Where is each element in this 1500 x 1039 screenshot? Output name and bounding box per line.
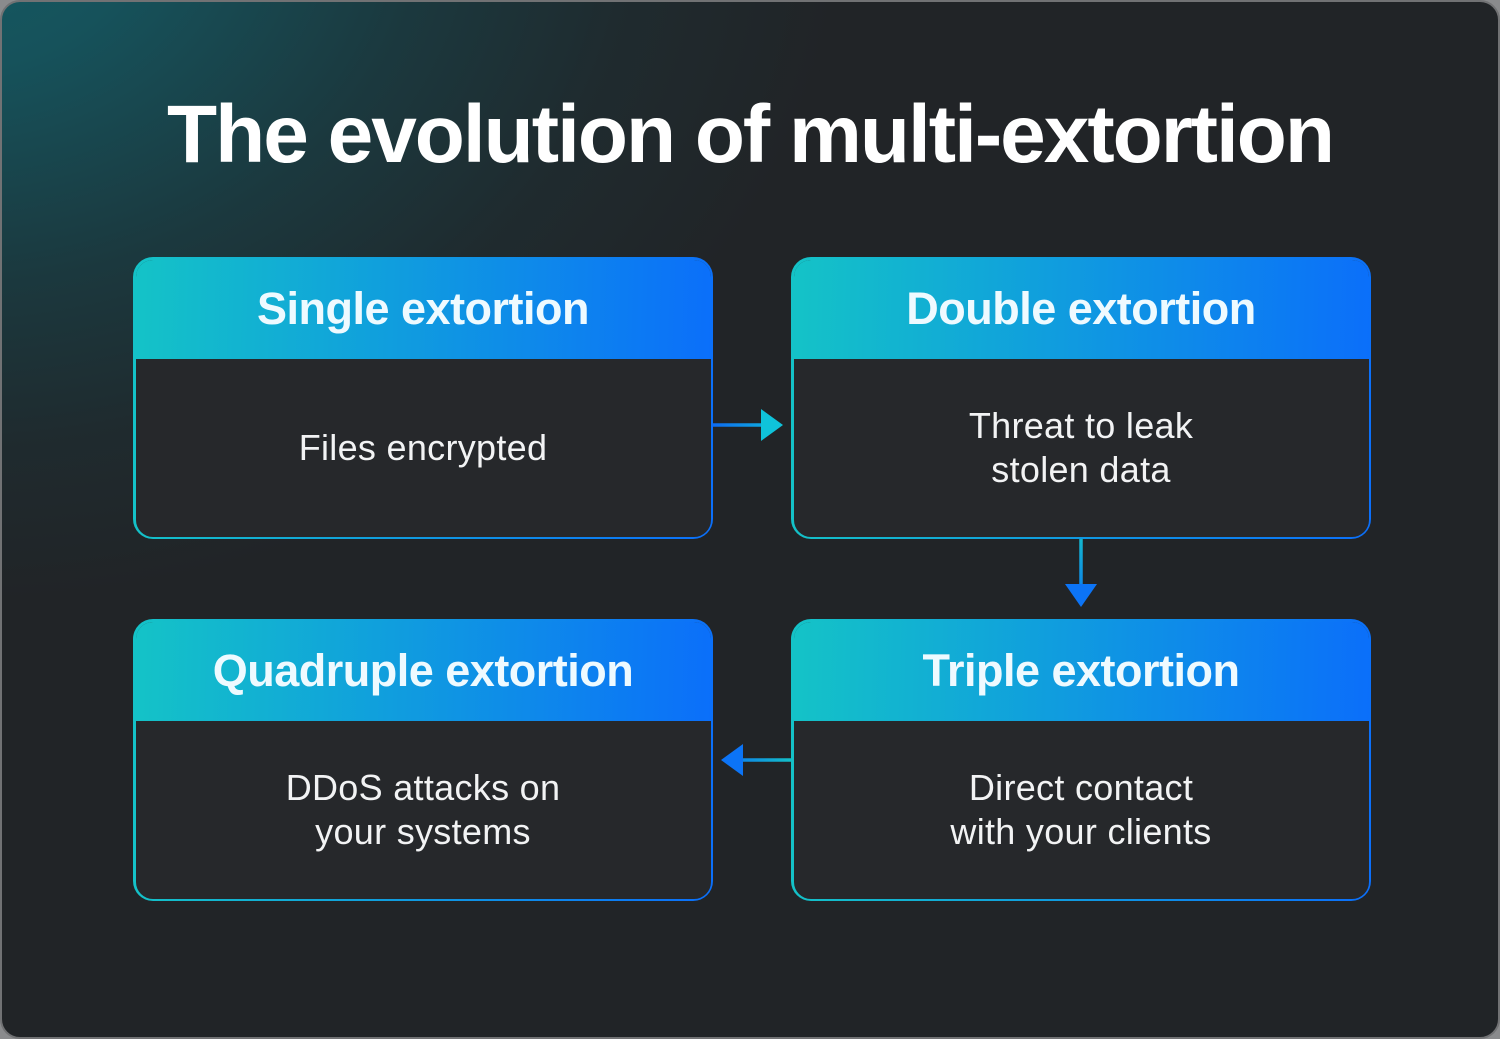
- card-title: Triple extortion: [922, 645, 1240, 696]
- page-title: The evolution of multi-extortion: [167, 89, 1335, 180]
- card-frame: Double extortion Threat to leak stolen d…: [793, 259, 1369, 537]
- arrow-right-icon: [713, 409, 783, 441]
- card-body-text: Files encrypted: [298, 426, 548, 468]
- card-body: Direct contact with your clients: [794, 721, 1369, 899]
- card-body: Threat to leak stolen data: [794, 359, 1369, 537]
- card-frame: Triple extortion Direct contact with you…: [793, 621, 1369, 899]
- card-frame: Quadruple extortion DDoS attacks on your…: [135, 621, 711, 899]
- card-body: DDoS attacks on your systems: [136, 721, 711, 899]
- card-frame: Single extortion Files encrypted: [135, 259, 711, 537]
- arrow-down-icon: [1065, 539, 1097, 607]
- card-title: Double extortion: [906, 283, 1256, 334]
- card-header: Double extortion: [793, 259, 1369, 359]
- card-triple-extortion: Triple extortion Direct contact with you…: [791, 619, 1371, 901]
- card-double-extortion: Double extortion Threat to leak stolen d…: [791, 257, 1371, 539]
- card-body-text: Direct contact with your clients: [950, 766, 1212, 852]
- card-title: Quadruple extortion: [212, 645, 634, 696]
- card-body-text: DDoS attacks on your systems: [285, 766, 561, 852]
- card-header: Quadruple extortion: [135, 621, 711, 721]
- arrow-left-icon: [721, 744, 792, 776]
- card-quadruple-extortion: Quadruple extortion DDoS attacks on your…: [133, 619, 713, 901]
- card-title: Single extortion: [256, 283, 590, 334]
- card-header: Triple extortion: [793, 621, 1369, 721]
- card-body: Files encrypted: [136, 359, 711, 537]
- card-header: Single extortion: [135, 259, 711, 359]
- card-body-text: Threat to leak stolen data: [968, 404, 1194, 490]
- card-single-extortion: Single extortion Files encrypted: [133, 257, 713, 539]
